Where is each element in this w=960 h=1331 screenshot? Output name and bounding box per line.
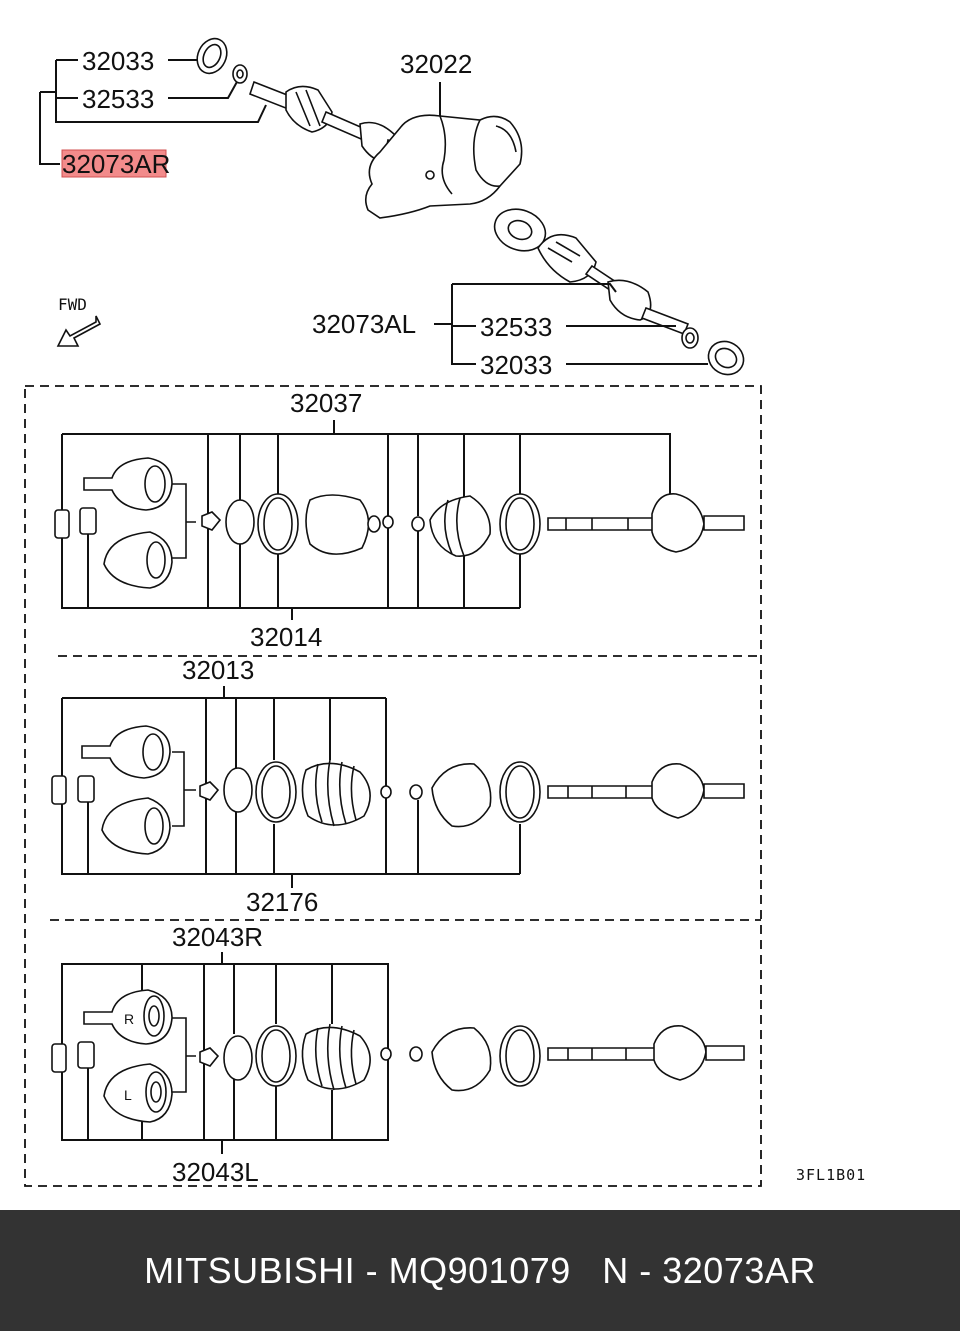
callout-32073AL: 32073AL <box>312 309 416 339</box>
callout-32022: 32022 <box>400 49 472 79</box>
side-mark-L: L <box>124 1087 132 1103</box>
panel-3-bottom-label: 32043L <box>172 1157 259 1187</box>
top-left-callouts: 32033 32533 32073AR <box>39 46 267 179</box>
callout-32033-right: 32033 <box>480 350 552 380</box>
fwd-label: FWD <box>58 295 87 314</box>
highlight-box <box>61 149 167 178</box>
panel-3: 32043R 32043L R L <box>51 922 745 1187</box>
side-mark-R: R <box>124 1011 134 1027</box>
callout-32533-right: 32533 <box>480 312 552 342</box>
fwd-arrow-icon <box>56 315 102 347</box>
callout-32533-left: 32533 <box>82 84 154 114</box>
panel-1-bottom-label: 32014 <box>250 622 322 652</box>
footer-part-info: MITSUBISHI - MQ901079 N - 32073AR <box>144 1249 816 1291</box>
callout-32073AR: 32073AR <box>62 149 170 179</box>
differential-housing: 32022 <box>364 49 523 219</box>
right-driveshaft <box>493 208 690 336</box>
figure-code: 3FL1B01 <box>796 1166 866 1184</box>
top-right-parts <box>681 327 745 376</box>
panel-2: 32013 32176 <box>51 655 745 917</box>
left-driveshaft <box>249 80 441 169</box>
panel-frame <box>24 385 762 1187</box>
panel-2-top-label: 32013 <box>182 655 254 685</box>
footer-bar: MITSUBISHI - MQ901079 N - 32073AR <box>0 1210 960 1331</box>
fwd-indicator: FWD <box>56 295 102 347</box>
panel-3-top-label: 32043R <box>172 922 263 952</box>
top-right-callouts: 32073AL 32533 32033 <box>312 283 708 380</box>
callout-32033-left: 32033 <box>82 46 154 76</box>
panel-1: 32037 32014 <box>54 388 745 652</box>
parts-diagram: 32033 32533 32073AR 32022 <box>24 37 866 1187</box>
panel-2-bottom-label: 32176 <box>246 887 318 917</box>
top-left-parts <box>196 37 248 84</box>
panel-1-top-label: 32037 <box>290 388 362 418</box>
